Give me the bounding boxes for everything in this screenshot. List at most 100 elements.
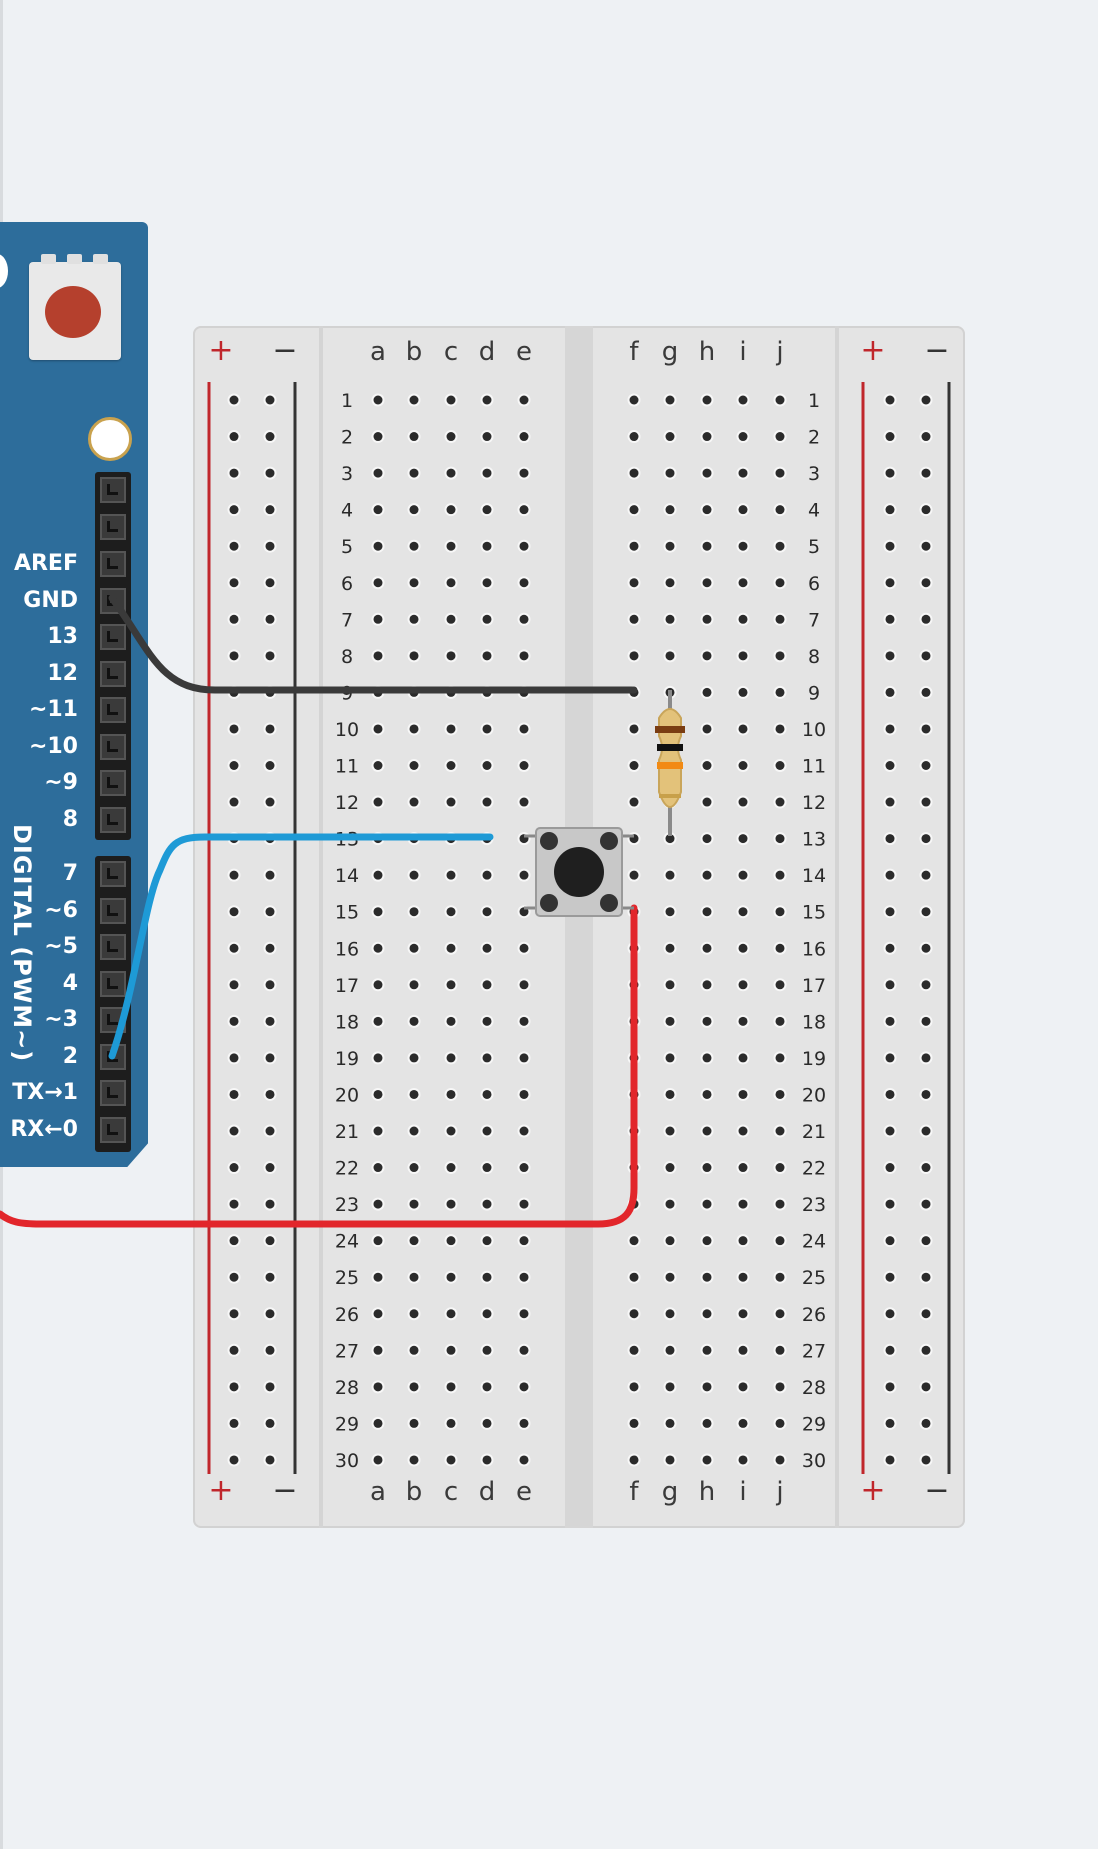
breadboard-hole[interactable] bbox=[482, 1053, 492, 1063]
breadboard-hole[interactable] bbox=[738, 687, 748, 697]
rail-hole[interactable] bbox=[229, 541, 239, 551]
breadboard-hole[interactable] bbox=[519, 1272, 529, 1282]
breadboard-hole[interactable] bbox=[373, 1236, 383, 1246]
breadboard-hole[interactable] bbox=[738, 468, 748, 478]
breadboard-hole[interactable] bbox=[482, 943, 492, 953]
breadboard-hole[interactable] bbox=[738, 651, 748, 661]
rail-hole[interactable] bbox=[265, 1345, 275, 1355]
rail-hole[interactable] bbox=[265, 1089, 275, 1099]
breadboard-hole[interactable] bbox=[482, 578, 492, 588]
breadboard-hole[interactable] bbox=[446, 687, 456, 697]
breadboard-hole[interactable] bbox=[738, 797, 748, 807]
breadboard-hole[interactable] bbox=[373, 1345, 383, 1355]
breadboard-hole[interactable] bbox=[446, 907, 456, 917]
rail-hole[interactable] bbox=[265, 395, 275, 405]
breadboard-hole[interactable] bbox=[775, 1418, 785, 1428]
breadboard-hole[interactable] bbox=[629, 651, 639, 661]
rail-hole[interactable] bbox=[229, 395, 239, 405]
breadboard-hole[interactable] bbox=[373, 907, 383, 917]
breadboard-hole[interactable] bbox=[629, 1309, 639, 1319]
breadboard-hole[interactable] bbox=[373, 943, 383, 953]
breadboard-hole[interactable] bbox=[373, 761, 383, 770]
breadboard-hole[interactable] bbox=[519, 724, 529, 734]
breadboard-hole[interactable] bbox=[373, 980, 383, 990]
rail-hole[interactable] bbox=[229, 870, 239, 880]
rail-hole[interactable] bbox=[265, 1272, 275, 1282]
breadboard-hole[interactable] bbox=[409, 1199, 419, 1209]
breadboard-hole[interactable] bbox=[446, 1455, 456, 1465]
rail-hole[interactable] bbox=[229, 1236, 239, 1246]
breadboard-hole[interactable] bbox=[775, 687, 785, 697]
breadboard-hole[interactable] bbox=[519, 687, 529, 697]
breadboard-hole[interactable] bbox=[629, 1126, 639, 1136]
breadboard-hole[interactable] bbox=[665, 724, 675, 734]
rail-hole[interactable] bbox=[229, 1309, 239, 1319]
breadboard-hole[interactable] bbox=[629, 468, 639, 478]
rail-hole[interactable] bbox=[921, 1163, 931, 1173]
breadboard-hole[interactable] bbox=[482, 1272, 492, 1282]
breadboard-hole[interactable] bbox=[482, 870, 492, 880]
rail-hole[interactable] bbox=[885, 1236, 895, 1246]
breadboard-hole[interactable] bbox=[373, 395, 383, 405]
breadboard-hole[interactable] bbox=[446, 761, 456, 770]
breadboard-hole[interactable] bbox=[738, 1345, 748, 1355]
breadboard-hole[interactable] bbox=[446, 797, 456, 807]
breadboard-hole[interactable] bbox=[702, 943, 712, 953]
breadboard-hole[interactable] bbox=[373, 651, 383, 661]
breadboard-hole[interactable] bbox=[665, 1345, 675, 1355]
breadboard-hole[interactable] bbox=[482, 907, 492, 917]
breadboard-hole[interactable] bbox=[446, 1126, 456, 1136]
breadboard-hole[interactable] bbox=[373, 724, 383, 734]
rail-hole[interactable] bbox=[885, 1418, 895, 1428]
breadboard-hole[interactable] bbox=[482, 1455, 492, 1465]
rail-hole[interactable] bbox=[885, 724, 895, 734]
breadboard-hole[interactable] bbox=[409, 980, 419, 990]
breadboard-hole[interactable] bbox=[775, 980, 785, 990]
breadboard-hole[interactable] bbox=[629, 1089, 639, 1099]
breadboard-hole[interactable] bbox=[446, 1089, 456, 1099]
rail-hole[interactable] bbox=[885, 797, 895, 807]
breadboard-hole[interactable] bbox=[775, 834, 785, 844]
rail-hole[interactable] bbox=[265, 834, 275, 844]
breadboard-hole[interactable] bbox=[629, 395, 639, 405]
breadboard-hole[interactable] bbox=[775, 1089, 785, 1099]
breadboard-hole[interactable] bbox=[738, 541, 748, 551]
breadboard-hole[interactable] bbox=[409, 724, 419, 734]
rail-hole[interactable] bbox=[265, 1053, 275, 1063]
breadboard-hole[interactable] bbox=[373, 468, 383, 478]
breadboard-hole[interactable] bbox=[482, 505, 492, 515]
breadboard-hole[interactable] bbox=[665, 1016, 675, 1026]
breadboard-hole[interactable] bbox=[702, 1053, 712, 1063]
rail-hole[interactable] bbox=[885, 1455, 895, 1465]
breadboard-hole[interactable] bbox=[482, 834, 492, 844]
breadboard-hole[interactable] bbox=[702, 1163, 712, 1173]
breadboard-hole[interactable] bbox=[702, 1455, 712, 1465]
breadboard-hole[interactable] bbox=[775, 395, 785, 405]
header-pin[interactable] bbox=[100, 1043, 126, 1070]
breadboard-hole[interactable] bbox=[775, 761, 785, 770]
breadboard-hole[interactable] bbox=[519, 761, 529, 770]
rail-hole[interactable] bbox=[885, 1345, 895, 1355]
breadboard-hole[interactable] bbox=[446, 1199, 456, 1209]
breadboard-hole[interactable] bbox=[482, 1382, 492, 1392]
breadboard-hole[interactable] bbox=[446, 1418, 456, 1428]
breadboard-hole[interactable] bbox=[702, 797, 712, 807]
breadboard-hole[interactable] bbox=[702, 980, 712, 990]
rail-hole[interactable] bbox=[921, 651, 931, 661]
breadboard-hole[interactable] bbox=[409, 1272, 419, 1282]
breadboard-hole[interactable] bbox=[775, 943, 785, 953]
breadboard-hole[interactable] bbox=[702, 687, 712, 697]
breadboard-hole[interactable] bbox=[409, 834, 419, 844]
rail-hole[interactable] bbox=[921, 797, 931, 807]
rail-hole[interactable] bbox=[921, 1455, 931, 1465]
breadboard-hole[interactable] bbox=[738, 578, 748, 588]
breadboard-hole[interactable] bbox=[665, 1455, 675, 1465]
rail-hole[interactable] bbox=[921, 943, 931, 953]
breadboard-hole[interactable] bbox=[738, 943, 748, 953]
breadboard-hole[interactable] bbox=[629, 578, 639, 588]
breadboard-hole[interactable] bbox=[665, 1126, 675, 1136]
breadboard-hole[interactable] bbox=[629, 1163, 639, 1173]
breadboard-hole[interactable] bbox=[446, 870, 456, 880]
breadboard-hole[interactable] bbox=[409, 1163, 419, 1173]
rail-hole[interactable] bbox=[921, 432, 931, 442]
